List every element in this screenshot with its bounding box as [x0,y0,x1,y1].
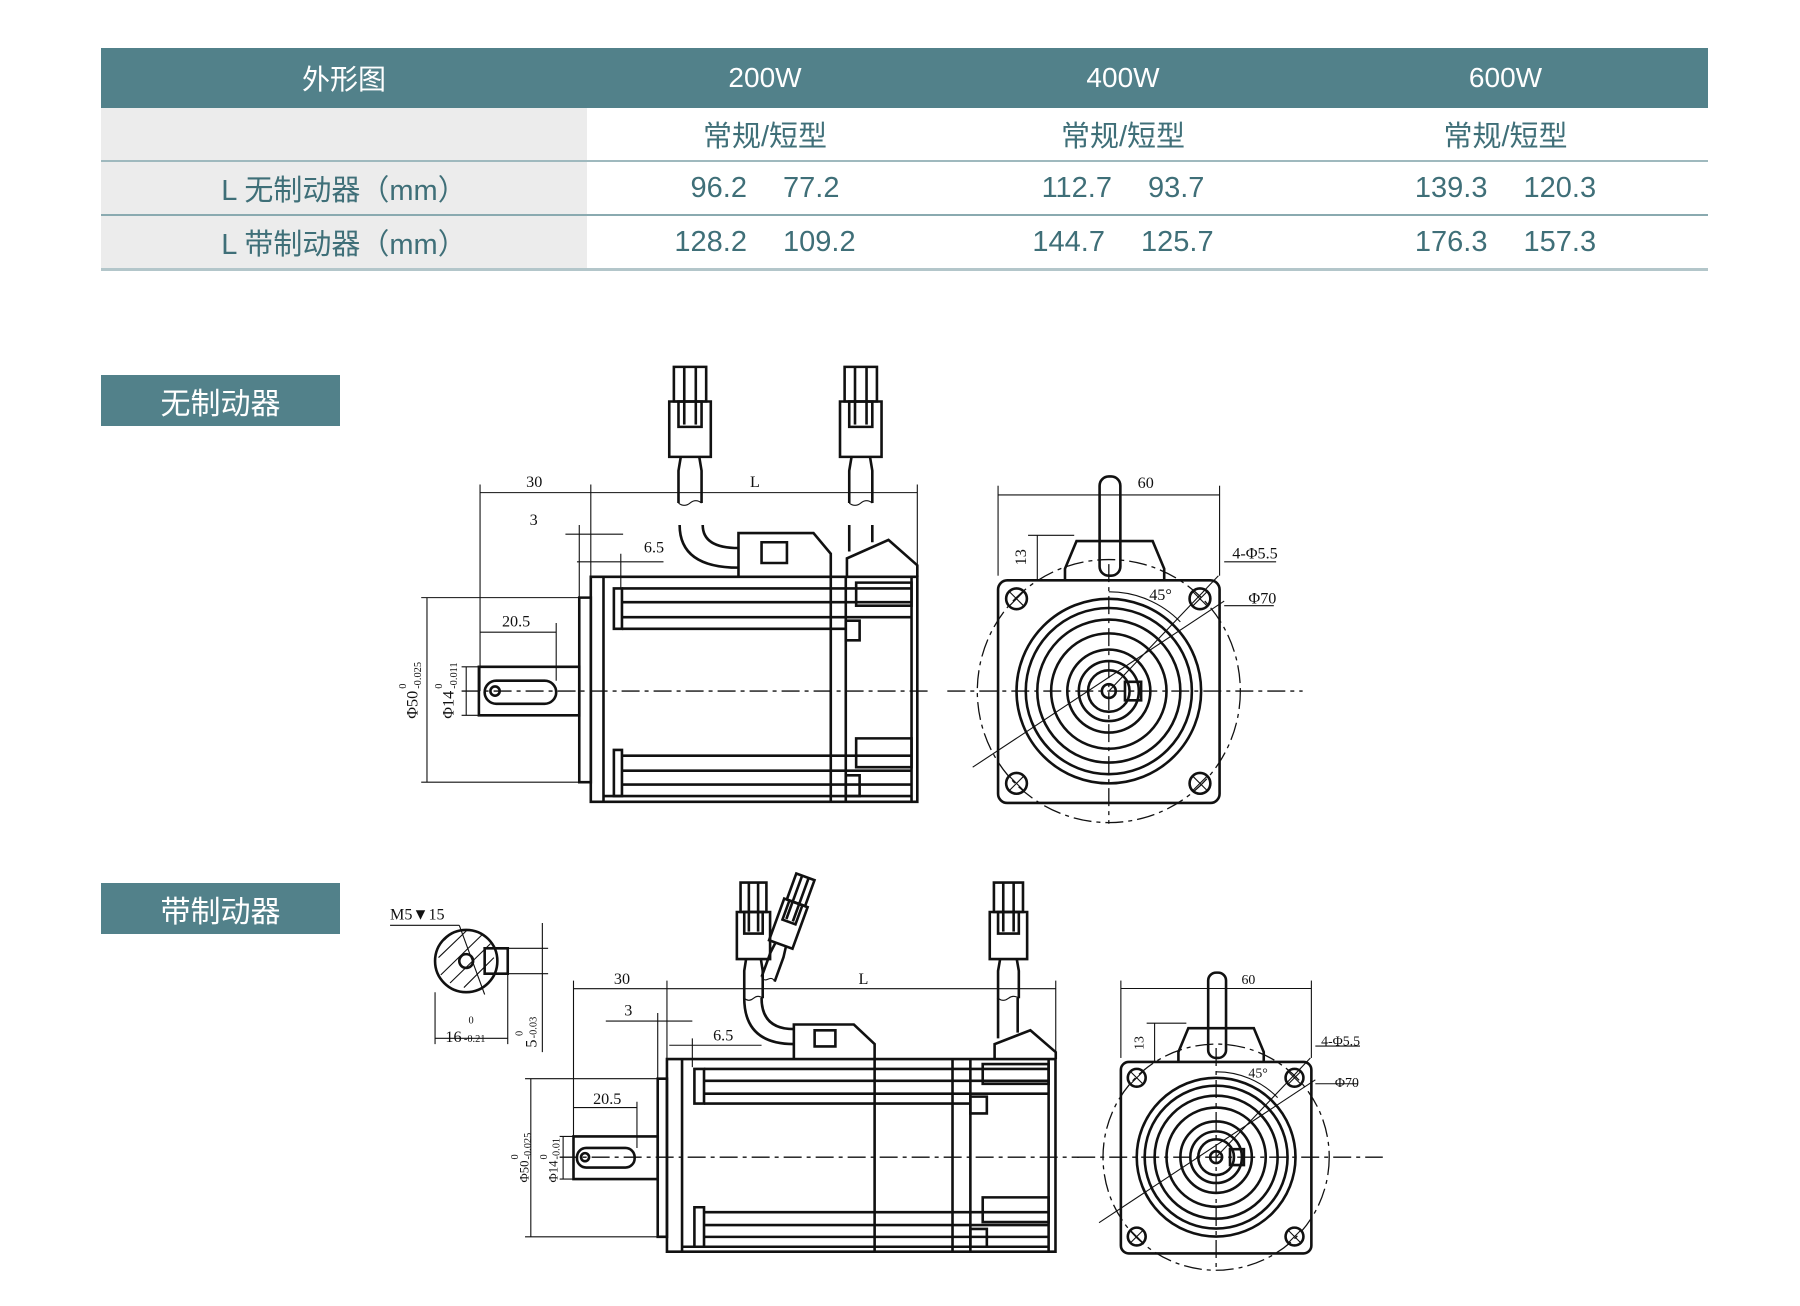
dim-60: 60 [1241,972,1255,987]
empty-cell [101,108,587,160]
dim-3: 3 [530,512,538,529]
dim-phi50-lower: -0.025 [523,1133,534,1160]
power-connector [735,881,772,1002]
encoder-connector [988,881,1029,1002]
value: 77.2 [783,171,840,204]
value: 139.3 [1414,171,1488,204]
dim-angle: 45° [1149,587,1172,604]
dim-thread: M5▼15 [390,907,445,924]
front-view-with-brake: 60 13 4-Φ5.5 Φ70 45° [1075,971,1385,1273]
value: 93.7 [1147,171,1205,204]
dim-phi14-lower: -0.01 [552,1138,563,1160]
value: 176.3 [1414,225,1488,258]
section-label-with-brake: 带制动器 [101,883,340,934]
value: 144.7 [1032,225,1105,258]
dim-30: 30 [614,971,630,988]
dim-key5-lower: -0.03 [529,1017,540,1039]
dim-3: 3 [624,1002,632,1019]
value: 125.7 [1141,225,1214,258]
value: 128.2 [674,225,747,258]
value: 109.2 [783,225,856,258]
side-view-no-brake: 30 L 3 6.5 20.5 Φ50 -0.025 0 Φ14 -0.011 … [398,365,932,804]
value: 157.3 [1523,225,1597,258]
type-600w: 常规/短型 [1443,121,1568,153]
dim-angle: 45° [1248,1066,1267,1081]
dim-phi14: Φ14 [441,691,458,719]
dim-key16: 16 [445,1029,461,1046]
dim-phi14-upper: 0 [434,684,445,689]
header-400w: 400W [1086,62,1160,93]
dim-key5: 5 [524,1039,541,1047]
side-view-with-brake: 30 L 3 6.5 20.5 Φ50 -0.025 0 Φ14 -0.01 0 [510,871,1079,1254]
dim-phi50: Φ50 [405,691,422,719]
row-label: L 无制动器（mm） [101,162,587,214]
value: 96.2 [690,171,747,204]
value: 120.3 [1523,171,1597,204]
row-label: L 带制动器（mm） [101,216,587,268]
dim-phi14-lower: -0.011 [449,662,460,688]
dim-holes: 4-Φ5.5 [1321,1033,1360,1048]
header-200w: 200W [728,62,802,93]
dim-6-5: 6.5 [713,1028,733,1045]
dim-phi70: Φ70 [1248,590,1276,607]
dim-key16-lower: -0.21 [464,1034,486,1045]
type-400w: 常规/短型 [1060,121,1186,153]
dim-key5-upper: 0 [515,1031,526,1036]
dim-phi50: Φ50 [518,1161,532,1183]
table-header: 外形图 200W 400W 600W [101,48,1708,108]
dim-60: 60 [1138,475,1154,492]
dim-key16-upper: 0 [469,1015,474,1026]
shaft-section-view: M5▼15 16 -0.21 0 5 -0.03 0 [390,907,548,1053]
encoder-connector [838,365,884,507]
table-row: L 无制动器（mm） 96.2 77.2 112.7 93.7 139.3 120.3 [101,162,1708,216]
dim-phi70: Φ70 [1335,1075,1359,1090]
dim-13: 13 [1013,549,1030,565]
dim-phi14: Φ14 [546,1160,560,1183]
section-label-no-brake: 无制动器 [101,375,340,426]
table-row: L 带制动器（mm） 128.2 109.2 144.7 125.7 176.3 15… [101,216,1708,271]
dim-l: L [858,971,868,988]
dim-13: 13 [1131,1036,1146,1050]
dim-l: L [750,474,760,491]
dim-20-5: 20.5 [593,1091,621,1108]
value: 112.7 [1041,171,1112,204]
dim-30: 30 [526,474,542,491]
dim-6-5: 6.5 [644,540,664,557]
header-outline: 外形图 [301,64,386,95]
dim-phi14-upper: 0 [539,1154,550,1159]
dim-phi50-upper: 0 [510,1154,521,1159]
dim-20-5: 20.5 [502,613,530,630]
type-200w: 常规/短型 [702,121,828,153]
brake-connector [754,871,819,987]
header-600w: 600W [1468,62,1543,93]
power-connector [667,365,713,507]
dim-phi50-upper: 0 [398,684,409,689]
table-subheader: 常规/短型 常规/短型 常规/短型 [101,108,1708,162]
dim-phi50-lower: -0.025 [413,662,424,689]
dim-holes: 4-Φ5.5 [1232,545,1277,562]
front-view-no-brake: 60 13 4-Φ5.5 Φ70 45° [945,474,1305,826]
